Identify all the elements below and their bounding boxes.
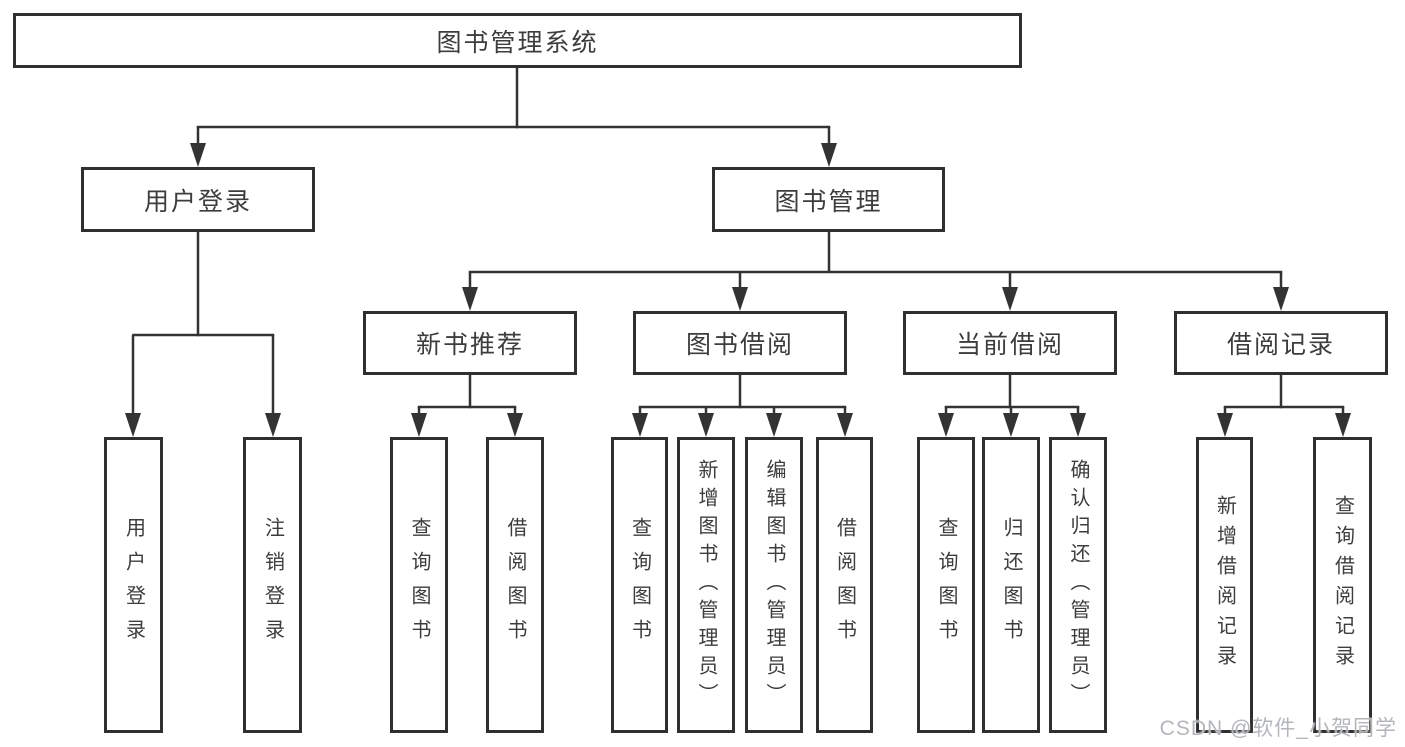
node-new-book-recommend-label: 新书推荐 xyxy=(415,331,524,359)
node-book-management-label: 图书管理 xyxy=(774,187,883,216)
node-current-borrow-label: 当前借阅 xyxy=(955,331,1064,359)
leaf-query-books-recommend: 查询图书 xyxy=(390,437,448,733)
leaf-confirm-return-admin: 确认归还（管理员） xyxy=(1049,437,1107,733)
node-root: 图书管理系统 xyxy=(13,13,1022,68)
node-user-login: 用户登录 xyxy=(81,167,315,232)
node-borrow-records-label: 借阅记录 xyxy=(1226,331,1335,359)
leaf-borrow-books-recommend: 借阅图书 xyxy=(486,437,544,733)
leaf-query-borrow-record: 查询借阅记录 xyxy=(1313,437,1372,733)
node-user-login-label: 用户登录 xyxy=(143,187,252,216)
leaf-return-book: 归还图书 xyxy=(982,437,1040,733)
leaf-user-login: 用户登录 xyxy=(104,437,163,733)
node-root-label: 图书管理系统 xyxy=(436,28,599,57)
leaf-logout: 注销登录 xyxy=(243,437,302,733)
leaf-query-books-current: 查询图书 xyxy=(917,437,975,733)
leaf-borrow-books: 借阅图书 xyxy=(816,437,873,733)
leaf-query-books-borrow: 查询图书 xyxy=(611,437,668,733)
leaf-add-borrow-record: 新增借阅记录 xyxy=(1196,437,1253,733)
node-book-borrow: 图书借阅 xyxy=(633,311,847,375)
node-new-book-recommend: 新书推荐 xyxy=(363,311,577,375)
node-book-management: 图书管理 xyxy=(712,167,945,232)
node-borrow-records: 借阅记录 xyxy=(1174,311,1388,375)
leaf-add-book-admin: 新增图书（管理员） xyxy=(677,437,735,733)
node-current-borrow: 当前借阅 xyxy=(903,311,1117,375)
leaf-edit-book-admin: 编辑图书（管理员） xyxy=(745,437,803,733)
node-book-borrow-label: 图书借阅 xyxy=(685,331,794,359)
